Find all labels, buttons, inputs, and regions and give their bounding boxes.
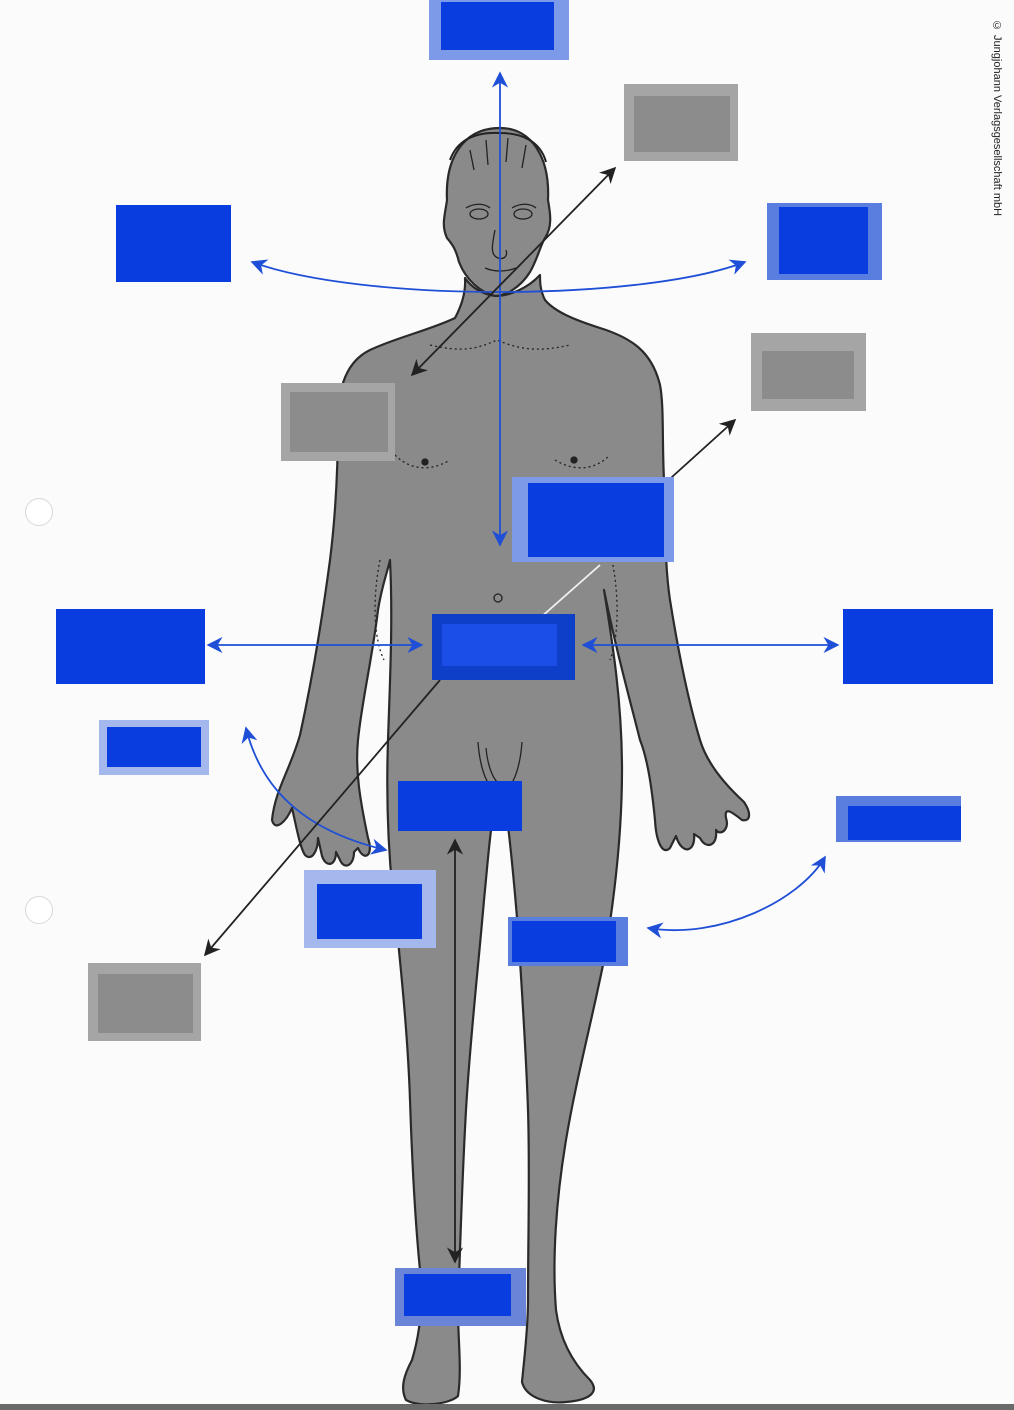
label-head-right-top[interactable] — [624, 84, 738, 161]
label-knee[interactable] — [508, 917, 628, 966]
label-thigh-left[interactable] — [304, 870, 436, 948]
label-shoulder-right[interactable] — [751, 333, 866, 411]
arrow-trunk-diagonal — [662, 420, 735, 486]
label-hip-right[interactable] — [843, 609, 993, 684]
label-groin[interactable] — [398, 781, 522, 831]
label-shoulder-left[interactable] — [281, 383, 395, 461]
label-hand-left[interactable] — [99, 720, 209, 775]
punch-hole-top — [25, 498, 53, 526]
label-ankle[interactable] — [395, 1268, 526, 1326]
punch-hole-bottom — [25, 896, 53, 924]
label-thigh-right-outer[interactable] — [836, 796, 961, 842]
copyright-notice: © Jungjohann Verlagsgesellschaft mbH — [983, 20, 1003, 250]
label-head-right[interactable] — [767, 203, 882, 280]
page-bottom-edge — [0, 1404, 1014, 1410]
label-trunk-center[interactable] — [512, 477, 674, 562]
label-top-head[interactable] — [429, 0, 569, 60]
label-head-left[interactable] — [116, 205, 231, 282]
label-hip-center[interactable] — [432, 614, 575, 680]
label-lower-left[interactable] — [88, 963, 201, 1041]
arrow-knee-curve — [648, 857, 825, 930]
label-hip-left[interactable] — [56, 609, 205, 684]
body-silhouette — [272, 128, 749, 1404]
